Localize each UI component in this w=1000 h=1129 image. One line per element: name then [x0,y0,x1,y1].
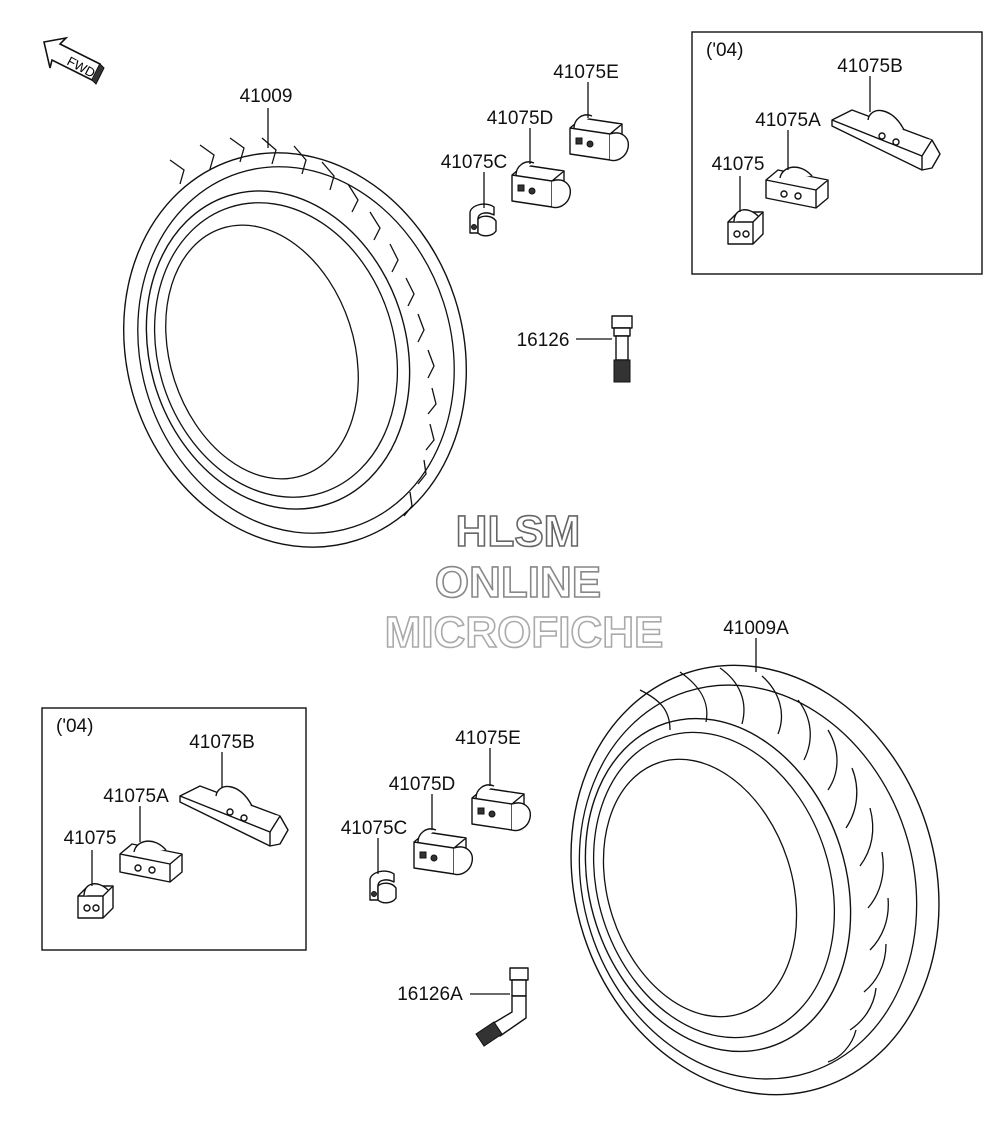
weight-41075-rear [77,883,114,919]
fwd-arrow-icon: FWD [43,36,105,85]
watermark-line2: ONLINE [435,558,601,607]
weight-41075e [569,114,630,162]
part-label-41075b-rear: 41075B [189,732,255,753]
part-label-41075d-rear: 41075D [389,774,456,795]
part-label-41075-rear: 41075 [64,828,117,849]
year-note-front: ('04) [706,40,743,61]
part-label-41075e: 41075E [553,62,619,83]
part-label-41075c-rear: 41075C [341,818,408,839]
watermark: HLSM ONLINE MICROFICHE [384,506,664,658]
weight-41075a-rear [119,840,183,883]
fwd-label: FWD [65,53,98,80]
part-label-41075c: 41075C [441,152,508,173]
year-box-rear: ('04) 41075B 41075A 41075 [41,707,307,951]
year-note-rear: ('04) [56,716,93,737]
rear-tire [570,664,940,1096]
part-label-16126: 16126 [517,330,570,351]
part-label-41075b-front: 41075B [837,56,903,77]
watermark-line3: MICROFICHE [385,608,664,657]
weight-41075c [469,203,497,237]
part-label-41075a-rear: 41075A [103,786,169,807]
weight-41075-front [727,209,764,245]
part-label-41075d: 41075D [487,108,554,129]
weight-41075d [511,161,572,209]
part-label-41075-front: 41075 [712,154,765,175]
part-label-front-tire: 41009 [240,86,293,107]
weight-41075a-front [765,166,829,209]
weight-41075b-front [831,109,941,171]
watermark-line1: HLSM [456,507,581,556]
front-tire [122,137,468,548]
weight-41075d-rear [413,828,474,876]
part-label-rear-tire: 41009A [723,618,789,639]
weight-41075b-rear [179,785,289,847]
part-label-41075e-rear: 41075E [455,728,521,749]
valve-16126a [475,967,529,1047]
year-box-front: ('04) 41075B 41075A 41075 [691,31,983,275]
valve-16126 [611,315,633,383]
weight-41075e-rear [471,784,532,832]
part-label-16126a: 16126A [397,984,463,1005]
weight-41075c-rear [369,870,397,904]
part-label-41075a-front: 41075A [755,110,821,131]
